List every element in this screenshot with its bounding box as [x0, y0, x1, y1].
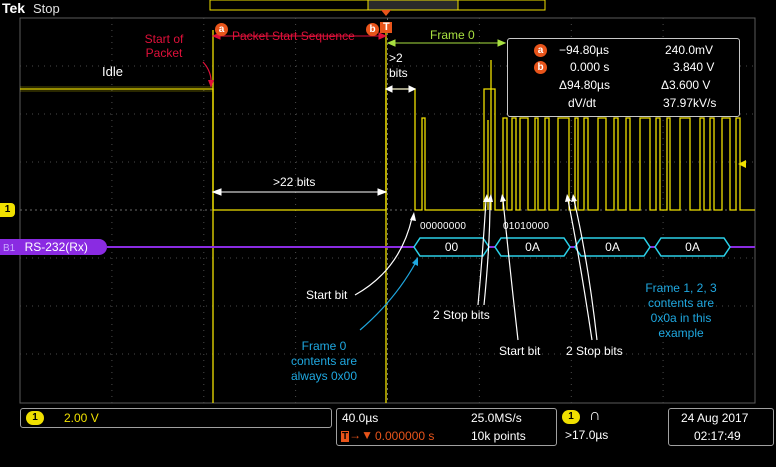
- bus-frame-0: 00: [444, 240, 459, 254]
- frame0-contents-annotation: Frame 0 contents are always 0x00: [290, 339, 358, 383]
- cursor-b-voltage: 3.840 V: [673, 60, 715, 74]
- frame0-annotation: Frame 0: [430, 28, 475, 42]
- gt22-bits-annotation: >22 bits: [273, 175, 316, 189]
- packet-start-sequence-annotation: Packet Start Sequence: [232, 29, 355, 43]
- dvdt-value: 37.97kV/s: [663, 96, 717, 110]
- timebase-box[interactable]: 40.0µs 25.0MS/s T→▼ 0.000000 s 10k point…: [336, 408, 557, 446]
- date: 24 Aug 2017: [681, 411, 749, 425]
- cursor-a-voltage: 240.0mV: [665, 43, 714, 57]
- cursor-a-time: −94.80µs: [559, 43, 609, 57]
- trigger-position: 0.000000 s: [375, 429, 435, 443]
- bus-label[interactable]: B1 RS-232(Rx): [0, 239, 107, 255]
- cursor-b-badge[interactable]: b: [366, 23, 379, 36]
- channel1-ground-marker[interactable]: 1: [0, 203, 15, 217]
- start-bit-annotation-1: Start bit: [306, 288, 348, 302]
- delta-voltage: Δ3.600 V: [661, 78, 711, 92]
- frame1-binary-annotation: 01010000: [503, 221, 550, 232]
- start-of-packet-annotation: Start of Packet: [144, 32, 184, 60]
- trigger-position-icon: T→▼: [341, 428, 373, 442]
- cursor-b-time: 0.000 s: [570, 60, 610, 74]
- datetime-box: 24 Aug 2017 02:17:49: [668, 408, 774, 446]
- sample-rate: 25.0MS/s: [471, 411, 522, 425]
- readout-cursor-a-badge: a: [534, 44, 547, 57]
- trigger-source-badge: 1: [562, 410, 580, 424]
- record-length: 10k points: [471, 429, 526, 443]
- cursor-readout-panel: a b −94.80µs 240.0mV 0.000 s 3.840 V Δ94…: [507, 38, 740, 117]
- channel1-scale-box[interactable]: 1 2.00 V: [20, 408, 332, 428]
- time: 02:17:49: [694, 429, 741, 443]
- bus-marker: B1: [3, 243, 16, 254]
- channel1-scale: 2.00 V: [64, 411, 99, 425]
- two-stop-bits-annotation-1: 2 Stop bits: [433, 308, 490, 322]
- channel1-badge: 1: [26, 411, 44, 425]
- gt2-bits-annotation: >2 bits: [389, 51, 408, 80]
- idle-annotation: Idle: [102, 64, 123, 79]
- dvdt-label: dV/dt: [568, 96, 597, 110]
- trigger-box[interactable]: 1 ∩ >17.0µs: [561, 407, 664, 446]
- start-bit-annotation-2: Start bit: [499, 344, 541, 358]
- two-stop-bits-annotation-2: 2 Stop bits: [566, 344, 623, 358]
- cursor-a-badge[interactable]: a: [215, 23, 228, 36]
- bus-frame-1: 0A: [525, 240, 540, 254]
- bus-frame-2: 0A: [605, 240, 620, 254]
- trigger-position-icon: T: [383, 21, 390, 33]
- horizontal-scale: 40.0µs: [342, 411, 379, 425]
- frames123-contents-annotation: Frame 1, 2, 3 contents are 0x0a in this …: [645, 281, 717, 340]
- acquisition-status: Stop: [33, 1, 60, 16]
- readout-cursor-b-badge: b: [534, 61, 547, 74]
- pulse-width-trigger-icon: ∩: [589, 407, 601, 424]
- tek-logo: Tek: [2, 0, 26, 16]
- trigger-condition: >17.0µs: [565, 428, 609, 442]
- bus-frame-3: 0A: [685, 240, 700, 254]
- bus-name: RS-232(Rx): [24, 240, 88, 254]
- frame0-binary-annotation: 00000000: [420, 221, 467, 232]
- delta-time: Δ94.80µs: [559, 78, 610, 92]
